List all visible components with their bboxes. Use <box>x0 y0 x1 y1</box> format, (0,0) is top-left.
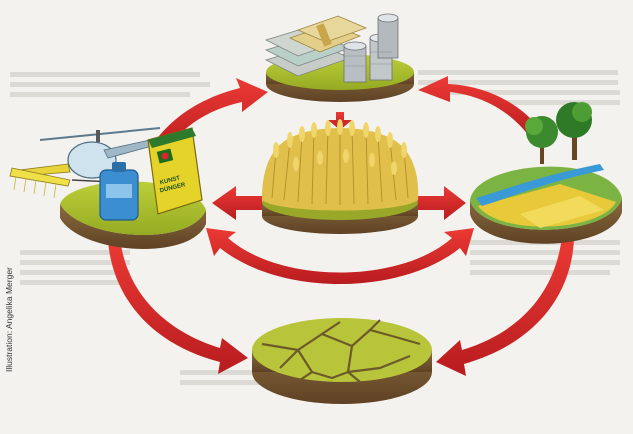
arrow-wheat-to-pesticide <box>212 186 262 220</box>
illustration-credit: Illustration: Angelika Merger <box>4 267 14 372</box>
arrow-lower-arc <box>206 228 474 284</box>
helicopter-sprayer-icon <box>9 127 161 199</box>
pesticide-node: KUNST DÜNGER <box>9 127 206 249</box>
cracked-disc-icon <box>261 319 421 383</box>
arrow-landscape-to-soil <box>436 236 574 376</box>
arrow-pesticide-to-soil <box>108 238 248 374</box>
wheat-node <box>262 119 419 234</box>
wheat-icon <box>262 119 419 211</box>
tree-icon <box>525 102 592 164</box>
money-stack-icon <box>264 13 399 83</box>
cycle-arrows <box>108 76 574 376</box>
cracked-soil-node <box>252 318 432 404</box>
fertilizer-sack-icon: KUNST DÜNGER <box>147 127 203 215</box>
money-node <box>264 13 414 102</box>
arrow-pesticide-to-money <box>150 78 268 156</box>
canister-icon <box>99 162 139 221</box>
arrow-landscape-to-money <box>418 76 544 140</box>
sack-label-line-1: KUNST <box>159 175 181 186</box>
landscape-node <box>470 102 622 244</box>
arrow-wheat-to-landscape <box>416 186 466 220</box>
